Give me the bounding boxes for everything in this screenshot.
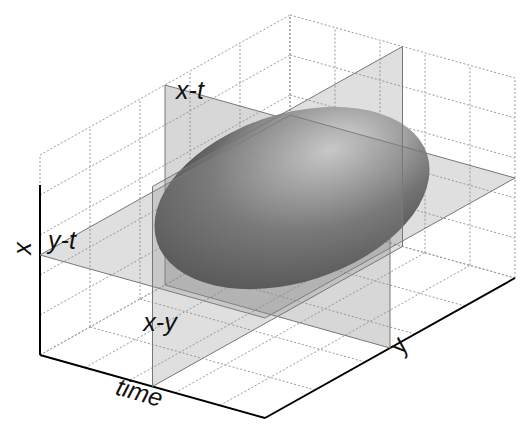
plane-label: x-y — [143, 310, 176, 335]
plane-label: x-t — [176, 78, 204, 103]
axis-label: x — [10, 242, 35, 255]
slice-plane — [153, 47, 403, 387]
plane-label: y-t — [48, 228, 76, 253]
axis-line — [39, 185, 41, 355]
axis-label: y — [384, 333, 412, 357]
